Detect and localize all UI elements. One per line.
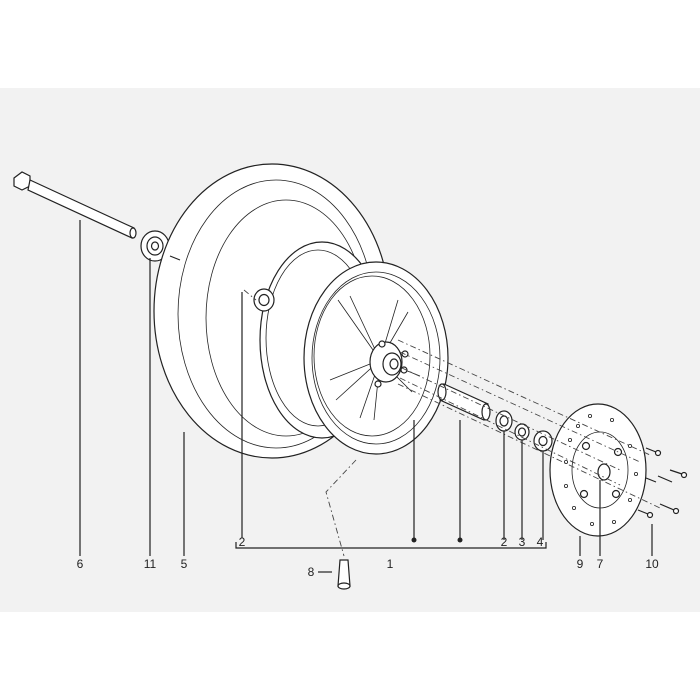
callout-label-4: 4	[537, 535, 544, 549]
tyre-valve	[337, 559, 351, 590]
callout-label-1: 1	[387, 557, 394, 571]
callout-label-5: 5	[181, 557, 188, 571]
callout-label-9: 9	[577, 557, 584, 571]
disc-screws	[637, 447, 688, 519]
callout-label-3: 3	[519, 535, 526, 549]
callout-label-11: 11	[144, 557, 157, 571]
leader-lines	[79, 220, 653, 573]
callout-label-6: 6	[77, 557, 84, 571]
callout-label-2-left: 2	[239, 535, 246, 549]
bearing-left	[253, 288, 275, 312]
wheel-rim	[259, 241, 449, 455]
bearing-right	[495, 410, 513, 432]
callout-label-8: 8	[308, 565, 315, 579]
brake-disc	[549, 403, 647, 537]
assembly-centerlines	[243, 289, 661, 557]
axle-bolt	[13, 171, 137, 239]
washer	[533, 430, 553, 452]
callout-label-7: 7	[597, 557, 604, 571]
callout-label-10: 10	[645, 557, 659, 571]
callout-label-2-right: 2	[501, 535, 508, 549]
